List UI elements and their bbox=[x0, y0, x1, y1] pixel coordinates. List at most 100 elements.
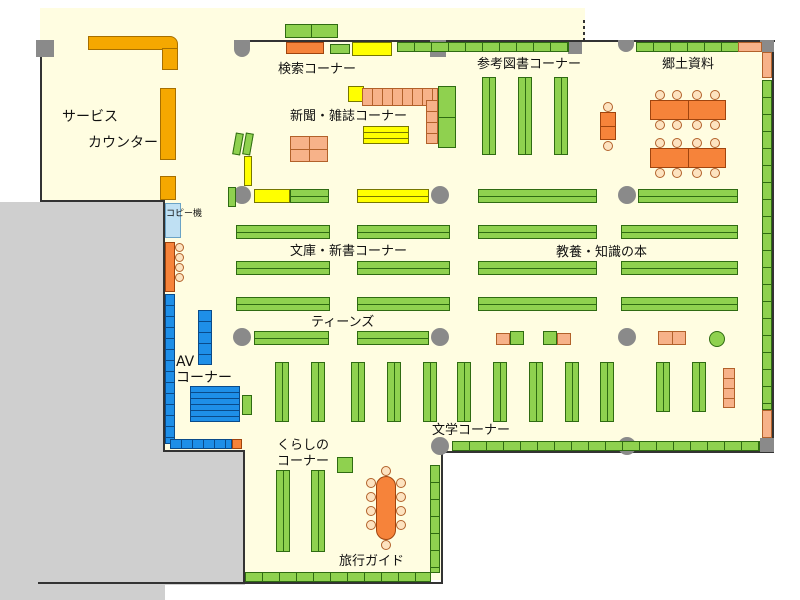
literature-shelf bbox=[275, 362, 289, 422]
chair bbox=[710, 90, 720, 100]
label-service: サービス bbox=[62, 109, 118, 125]
service-counter bbox=[162, 48, 178, 70]
corner-unit bbox=[738, 42, 762, 52]
pillar bbox=[568, 42, 582, 54]
chair bbox=[396, 520, 406, 530]
magazine-rack bbox=[438, 86, 456, 148]
pillar bbox=[760, 40, 774, 52]
chair bbox=[175, 253, 184, 262]
chair bbox=[710, 120, 720, 130]
book-shelf bbox=[621, 297, 738, 311]
pillar bbox=[760, 438, 774, 452]
search-terminal bbox=[330, 44, 350, 54]
display-stand bbox=[244, 156, 252, 186]
table bbox=[650, 100, 726, 120]
book-shelf bbox=[236, 297, 330, 311]
shelf bbox=[285, 24, 338, 38]
chair bbox=[672, 138, 682, 148]
reference-shelf bbox=[518, 77, 532, 155]
book-shelf bbox=[478, 189, 597, 203]
literature-shelf bbox=[600, 362, 614, 422]
wall bbox=[245, 40, 775, 42]
chair bbox=[603, 141, 613, 151]
magazine-rack bbox=[426, 100, 438, 144]
label-travel-guide: 旅行ガイド bbox=[339, 554, 405, 569]
book-shelf bbox=[357, 189, 429, 203]
wall-shelf-bottom-left bbox=[430, 465, 440, 573]
label-literature-corner: 文学コーナー bbox=[432, 423, 511, 438]
literature-shelf bbox=[423, 362, 437, 422]
literature-shelf bbox=[692, 362, 706, 412]
wall bbox=[443, 451, 773, 453]
chair bbox=[672, 90, 682, 100]
pillar bbox=[618, 40, 634, 52]
chair bbox=[366, 520, 376, 530]
label-local-materials: 郷土資料 bbox=[662, 57, 715, 72]
book-shelf bbox=[290, 189, 329, 203]
literature-shelf bbox=[656, 362, 670, 412]
label-search-corner: 検索コーナー bbox=[278, 62, 357, 77]
chair bbox=[692, 120, 702, 130]
pillar bbox=[233, 186, 251, 204]
reference-shelf bbox=[554, 77, 568, 155]
service-counter bbox=[160, 176, 176, 200]
chair bbox=[396, 478, 406, 488]
chair bbox=[655, 120, 665, 130]
oval-table bbox=[376, 476, 396, 540]
magazine-rack bbox=[362, 88, 438, 106]
label-bunko-corner: 文庫・新書コーナー bbox=[290, 244, 408, 259]
book-shelf bbox=[621, 225, 738, 239]
pillar bbox=[431, 328, 449, 346]
book-shelf bbox=[478, 225, 597, 239]
pillar bbox=[431, 186, 449, 204]
display-stand bbox=[543, 331, 557, 345]
book-shelf bbox=[357, 225, 450, 239]
literature-shelf bbox=[529, 362, 543, 422]
wall bbox=[772, 40, 774, 453]
chair bbox=[366, 478, 376, 488]
chair bbox=[655, 138, 665, 148]
corner-unit bbox=[762, 410, 772, 438]
wall bbox=[165, 450, 245, 452]
wall-shelf-bottom bbox=[245, 572, 431, 582]
chair bbox=[175, 273, 184, 282]
book-shelf bbox=[236, 225, 330, 239]
reference-shelf bbox=[482, 77, 496, 155]
wall bbox=[441, 451, 443, 584]
book-shelf bbox=[357, 331, 429, 345]
literature-shelf bbox=[351, 362, 365, 422]
wall-shelf-right bbox=[762, 80, 772, 410]
chair bbox=[710, 168, 720, 178]
chair bbox=[175, 243, 184, 252]
service-counter bbox=[160, 88, 176, 160]
pillar bbox=[431, 437, 449, 455]
literature-shelf bbox=[457, 362, 471, 422]
chair bbox=[655, 168, 665, 178]
chair bbox=[710, 138, 720, 148]
living-shelf bbox=[311, 470, 325, 552]
literature-shelf bbox=[387, 362, 401, 422]
wall bbox=[40, 200, 165, 202]
wall bbox=[243, 450, 245, 584]
wall bbox=[40, 40, 42, 202]
chair bbox=[175, 263, 184, 272]
chair bbox=[692, 168, 702, 178]
literature-shelf bbox=[565, 362, 579, 422]
table bbox=[165, 242, 175, 292]
label-copy-machine: コピー機 bbox=[166, 209, 203, 219]
display-stand bbox=[723, 368, 735, 408]
newspaper-table bbox=[290, 136, 328, 162]
display-stand bbox=[510, 331, 524, 345]
search-terminal bbox=[352, 42, 392, 56]
newspaper-rack bbox=[363, 126, 409, 144]
chair bbox=[603, 102, 613, 112]
label-teens: ティーンズ bbox=[311, 315, 375, 330]
book-shelf bbox=[478, 261, 597, 275]
book-shelf bbox=[357, 261, 450, 275]
chair bbox=[381, 540, 391, 550]
book-shelf bbox=[254, 189, 290, 203]
chair bbox=[672, 120, 682, 130]
label-av: AV bbox=[176, 354, 195, 370]
book-shelf bbox=[621, 261, 738, 275]
